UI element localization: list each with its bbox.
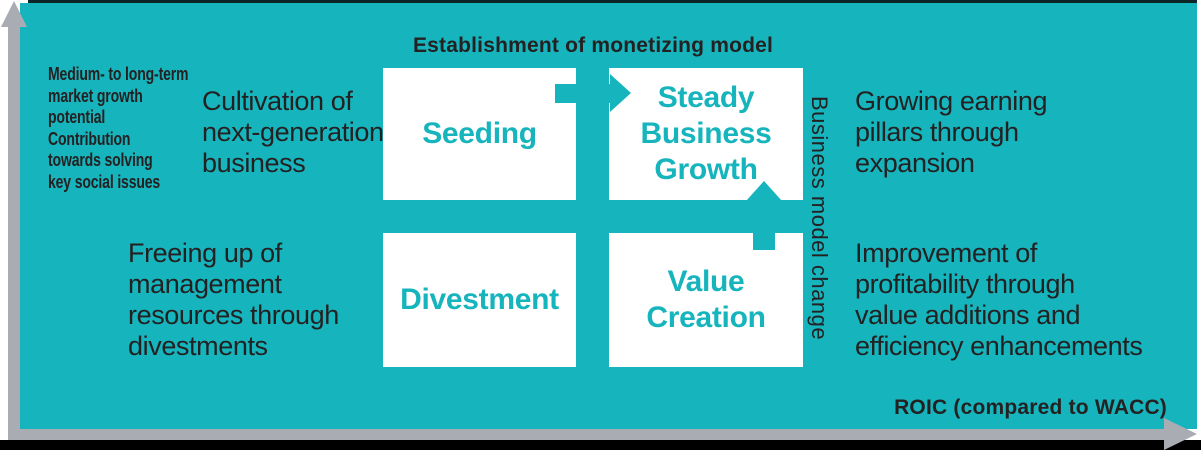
quadrant-steady-business-growth-title: Steady Business Growth: [640, 81, 772, 186]
quadrant-value-creation: Value Creation: [609, 233, 803, 367]
x-axis-arrow-shaft: [8, 429, 1166, 440]
quadrant-seeding: Seeding: [383, 68, 576, 200]
business-model-change-label: Business model change: [807, 95, 832, 341]
seeding-to-growth-arrow-head: [610, 74, 631, 112]
annotation-steady-business-growth: Growing earning pillars through expansio…: [855, 86, 1048, 178]
monetizing-model-label: Establishment of monetizing model: [412, 34, 774, 57]
diagram-background: [20, 3, 1197, 429]
x-axis-arrow-head: [1164, 418, 1197, 450]
annotation-divestment: Freeing up of management resources throu…: [128, 238, 339, 361]
quadrant-divestment-title: Divestment: [400, 283, 559, 316]
value-creation-to-growth-arrow-head: [746, 181, 782, 201]
y-axis-label: Medium- to long-term market growth poten…: [48, 64, 189, 192]
annotation-seeding: Cultivation of next-generation business: [202, 86, 384, 178]
roic-axis-label: ROIC (compared to WACC): [894, 396, 1167, 419]
quadrant-seeding-title: Seeding: [422, 117, 537, 150]
seeding-to-growth-arrow-shaft: [555, 84, 611, 103]
quadrant-divestment: Divestment: [383, 233, 576, 367]
quadrant-steady-business-growth: Steady Business Growth: [609, 68, 803, 200]
y-axis-arrow-head: [1, 1, 27, 27]
quadrant-value-creation-title: Value Creation: [646, 265, 766, 334]
top-border-line: [28, 0, 1197, 3]
value-creation-to-growth-arrow-shaft: [753, 200, 775, 250]
y-axis-arrow-shaft: [8, 24, 20, 440]
annotation-value-creation: Improvement of profitability through val…: [855, 238, 1143, 361]
bottom-border-line: [0, 440, 1201, 450]
